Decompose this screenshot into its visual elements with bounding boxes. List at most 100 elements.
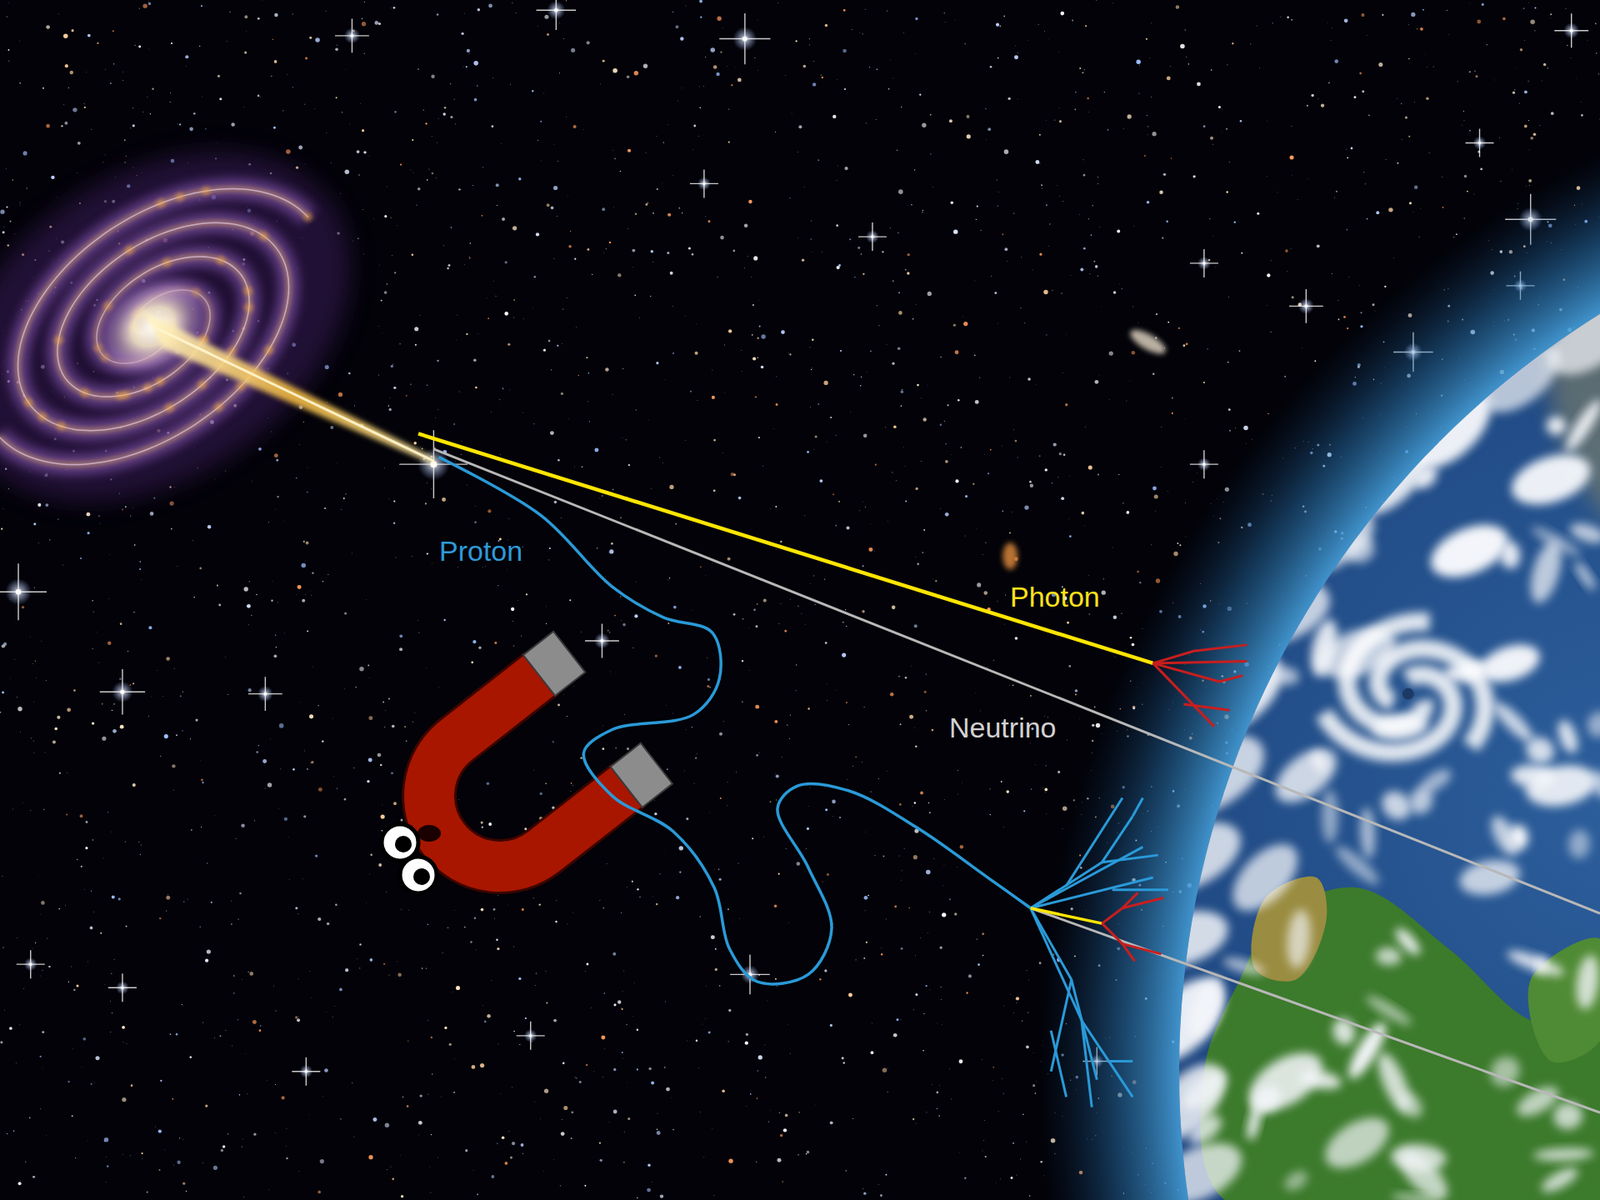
star	[900, 106, 902, 108]
star	[38, 541, 40, 544]
star	[331, 717, 334, 720]
star	[801, 259, 805, 262]
star	[1030, 788, 1032, 790]
star	[1030, 695, 1032, 697]
star	[664, 1066, 665, 1068]
star	[390, 255, 393, 257]
star	[1419, 236, 1420, 238]
star	[1058, 51, 1060, 54]
star	[862, 500, 865, 503]
star	[213, 814, 215, 816]
star	[1084, 69, 1085, 70]
star	[364, 1, 365, 3]
star	[265, 1080, 268, 1082]
star	[1001, 233, 1004, 235]
star	[628, 464, 630, 466]
star	[395, 960, 398, 963]
star	[520, 635, 523, 637]
star	[1061, 827, 1064, 830]
star	[929, 811, 931, 814]
star	[878, 1183, 880, 1185]
star	[705, 985, 708, 987]
star	[0, 210, 5, 215]
star	[427, 924, 429, 925]
star	[1054, 119, 1055, 120]
star	[901, 389, 903, 390]
star	[16, 936, 19, 939]
star	[50, 175, 55, 180]
star	[270, 600, 273, 602]
star	[814, 604, 815, 605]
star	[390, 771, 394, 775]
star	[109, 554, 111, 556]
star	[905, 269, 907, 271]
star	[643, 64, 648, 69]
star	[652, 260, 655, 263]
star	[124, 161, 125, 163]
star	[85, 820, 89, 824]
star	[181, 1004, 183, 1005]
star	[1130, 636, 1133, 640]
star	[612, 489, 614, 490]
star	[935, 580, 937, 582]
star	[1410, 12, 1415, 17]
star	[113, 703, 115, 705]
star	[282, 110, 284, 111]
star	[853, 374, 855, 376]
star	[325, 1010, 327, 1013]
star	[201, 781, 204, 784]
star	[836, 165, 839, 167]
star	[1030, 484, 1034, 488]
star	[906, 204, 909, 206]
star	[1095, 380, 1100, 385]
star	[1012, 684, 1015, 686]
star	[907, 253, 910, 256]
star	[780, 602, 782, 605]
star	[870, 790, 871, 792]
star	[1092, 205, 1094, 206]
star	[700, 1111, 702, 1114]
star	[1550, 16, 1552, 19]
star	[388, 974, 390, 975]
star	[306, 491, 309, 494]
star	[975, 400, 980, 405]
star	[270, 75, 272, 77]
star	[1396, 162, 1399, 165]
star	[4, 1009, 6, 1011]
star	[497, 1043, 500, 1045]
star	[265, 787, 266, 789]
star	[809, 583, 811, 585]
star	[656, 1112, 659, 1115]
star	[537, 140, 539, 141]
star	[634, 294, 636, 296]
star	[1350, 147, 1354, 150]
star	[33, 740, 35, 742]
star	[1137, 322, 1140, 325]
star	[898, 189, 904, 195]
star	[338, 392, 343, 397]
star	[12, 808, 15, 810]
star	[243, 106, 245, 109]
star	[765, 1076, 766, 1078]
star	[1043, 290, 1049, 295]
star	[909, 715, 914, 720]
star	[861, 761, 864, 764]
star	[380, 814, 385, 819]
star	[825, 808, 828, 811]
star	[926, 384, 929, 386]
star	[31, 663, 34, 665]
star	[299, 444, 300, 445]
star	[372, 1117, 377, 1122]
star	[839, 816, 841, 819]
star	[377, 374, 380, 376]
star	[1155, 578, 1160, 583]
star	[1084, 525, 1086, 527]
star	[675, 523, 677, 525]
star	[843, 1061, 845, 1064]
star	[155, 669, 158, 671]
star	[49, 539, 50, 540]
star	[965, 991, 968, 994]
star	[728, 109, 730, 110]
star	[506, 568, 509, 570]
star	[610, 670, 612, 673]
